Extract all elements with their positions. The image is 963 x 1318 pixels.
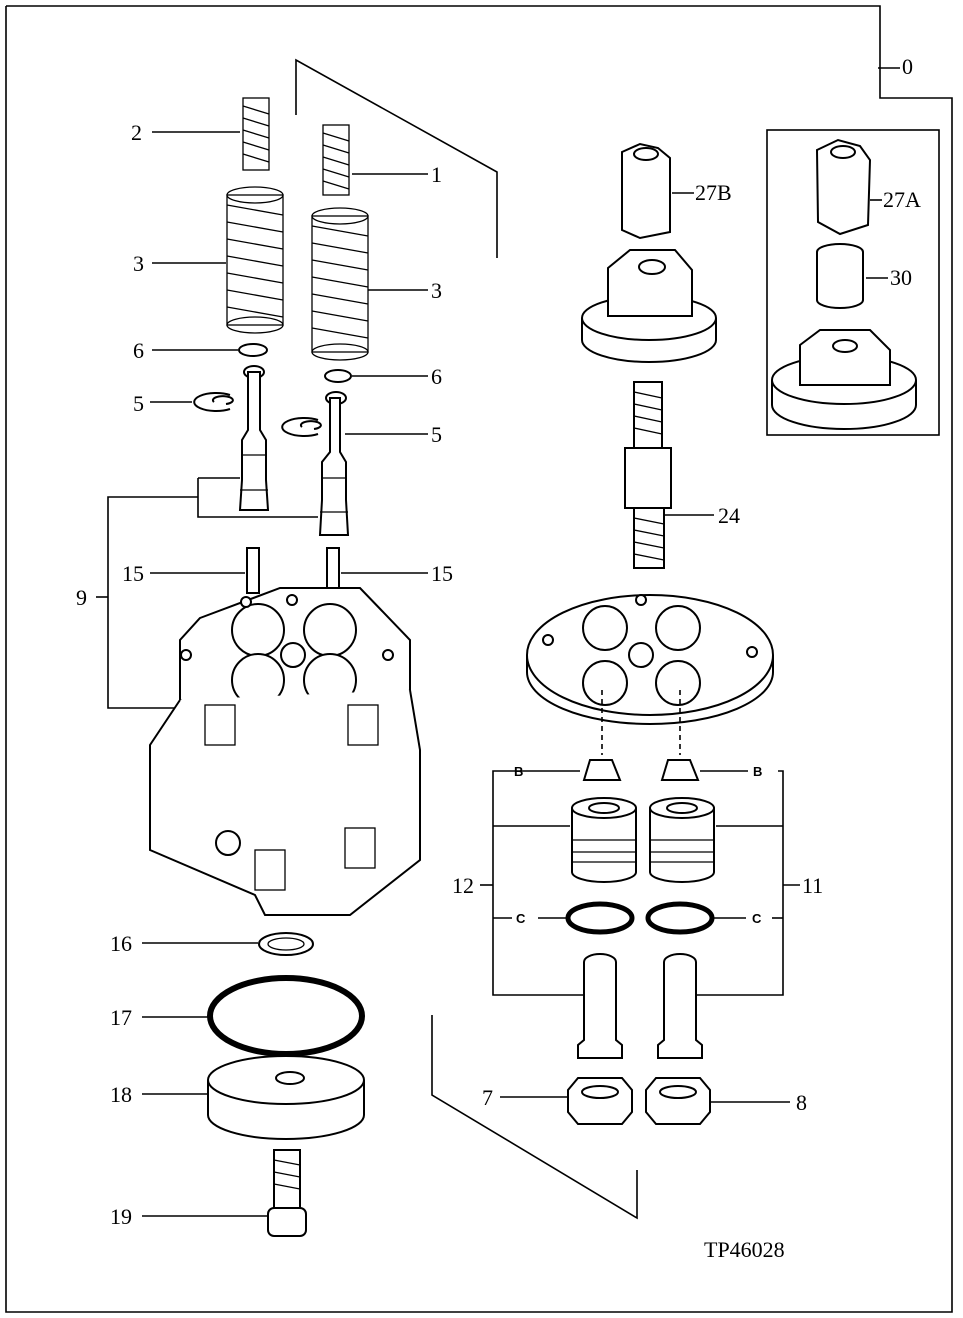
o-ring-c-left xyxy=(565,901,635,935)
callout-17: 17 xyxy=(110,1005,132,1030)
callout-27b: 27B xyxy=(695,180,732,205)
spool-left xyxy=(238,365,270,511)
callout-2: 2 xyxy=(131,120,142,145)
callout-15-left: 15 xyxy=(122,561,144,586)
plate xyxy=(526,594,774,755)
o-ring-17 xyxy=(207,975,365,1057)
spring-2 xyxy=(242,97,270,171)
bracket-12 xyxy=(492,770,583,996)
push-rod-24 xyxy=(624,381,672,569)
callout-1: 1 xyxy=(431,162,442,187)
group-bracket-bottom xyxy=(431,1015,638,1220)
callout-c-left: C xyxy=(516,911,526,926)
screw-19 xyxy=(267,1149,307,1237)
washer-6-right xyxy=(324,369,352,383)
outer-frame xyxy=(5,5,953,1313)
callout-6-left: 6 xyxy=(133,338,144,363)
callout-3-right: 3 xyxy=(431,278,442,303)
plug-11 xyxy=(649,797,715,883)
callout-27a: 27A xyxy=(883,187,921,212)
cap-18 xyxy=(207,1055,365,1140)
plug-12 xyxy=(571,797,637,883)
inset-flange-nut xyxy=(771,329,917,430)
fitting-27b xyxy=(621,142,671,240)
piston-right xyxy=(657,953,703,1059)
callout-19: 19 xyxy=(110,1204,132,1229)
callout-16: 16 xyxy=(110,931,132,956)
washer-6-left xyxy=(238,343,268,357)
callout-15-right: 15 xyxy=(431,561,453,586)
callout-3-left: 3 xyxy=(133,251,144,276)
callout-5-right: 5 xyxy=(431,422,442,447)
callout-9: 9 xyxy=(76,585,87,610)
figure-id: TP46028 xyxy=(704,1237,785,1262)
valve-body xyxy=(149,587,421,916)
seat-b-left xyxy=(582,759,622,781)
spring-3-right xyxy=(311,207,369,361)
bracket-9 xyxy=(197,478,318,518)
callout-24: 24 xyxy=(718,503,740,528)
piston-left xyxy=(577,953,623,1059)
group-bracket-top xyxy=(295,58,498,258)
callout-30: 30 xyxy=(890,265,912,290)
flange-nut xyxy=(581,249,717,363)
callout-c-right: C xyxy=(752,911,762,926)
callout-0: 0 xyxy=(902,54,913,79)
callout-b-right: B xyxy=(753,764,762,779)
callout-18: 18 xyxy=(110,1082,132,1107)
callout-6-right: 6 xyxy=(431,364,442,389)
inset-box xyxy=(766,129,940,436)
clip-5-left xyxy=(193,392,234,412)
callout-7: 7 xyxy=(482,1085,493,1110)
spring-3-left xyxy=(226,186,284,334)
bracket-11 xyxy=(697,770,784,996)
clip-5-right xyxy=(281,417,322,437)
nut-7 xyxy=(567,1077,633,1125)
nut-8 xyxy=(645,1077,711,1125)
pin-15-right xyxy=(326,547,340,594)
callout-11: 11 xyxy=(802,873,823,898)
callout-b-left: B xyxy=(514,764,523,779)
callout-5-left: 5 xyxy=(133,391,144,416)
seal-16 xyxy=(258,932,314,956)
callout-8: 8 xyxy=(796,1090,807,1115)
spring-1 xyxy=(322,124,350,196)
pin-15-left xyxy=(246,547,260,594)
sleeve-30 xyxy=(816,243,864,309)
fitting-27a xyxy=(815,138,872,236)
callout-12: 12 xyxy=(452,873,474,898)
spool-right xyxy=(318,391,350,536)
o-ring-c-right xyxy=(645,901,715,935)
seat-b-right xyxy=(660,759,700,781)
